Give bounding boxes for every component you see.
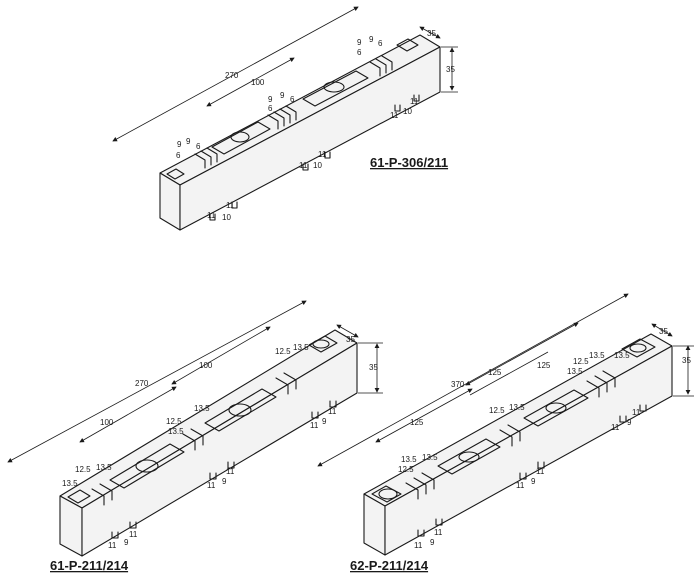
svg-text:11: 11 <box>207 481 216 490</box>
block-front-face <box>81 342 358 557</box>
dim-fin: 9 <box>177 140 182 149</box>
svg-text:6: 6 <box>357 48 362 57</box>
svg-text:11: 11 <box>328 407 337 416</box>
dim-step-b: 13.5 <box>62 479 78 488</box>
svg-text:11: 11 <box>410 97 419 106</box>
dim-spacing-a: 100 <box>100 418 114 427</box>
svg-text:13.5: 13.5 <box>614 351 630 360</box>
svg-text:9: 9 <box>357 38 362 47</box>
end-hole <box>378 488 398 500</box>
svg-text:12.5: 12.5 <box>166 417 182 426</box>
dim-notch-gap: 10 <box>222 213 231 222</box>
svg-text:13.5: 13.5 <box>422 453 438 462</box>
dim-step-a: 12.5 <box>398 465 414 474</box>
dim-height: 35 <box>369 363 378 372</box>
part-code: 61-P-306/211 <box>370 155 448 170</box>
dim-height: 35 <box>682 356 691 365</box>
svg-text:11: 11 <box>226 201 235 210</box>
svg-text:13.5: 13.5 <box>194 404 210 413</box>
svg-text:9: 9 <box>186 137 191 146</box>
svg-text:11: 11 <box>536 467 545 476</box>
svg-text:10: 10 <box>313 161 322 170</box>
dim-length: 270 <box>135 379 149 388</box>
dim-notch: 11 <box>207 211 216 220</box>
svg-text:11: 11 <box>299 161 308 170</box>
block-front-face <box>179 46 441 231</box>
svg-text:11: 11 <box>390 111 399 120</box>
svg-text:11: 11 <box>318 150 327 159</box>
svg-text:9: 9 <box>369 35 374 44</box>
dim-step-b: 13.5 <box>401 455 417 464</box>
svg-text:13.5: 13.5 <box>509 403 525 412</box>
svg-text:11: 11 <box>632 408 641 417</box>
svg-text:12.5: 12.5 <box>573 357 589 366</box>
svg-text:9: 9 <box>531 477 536 486</box>
svg-text:11: 11 <box>129 530 138 539</box>
dim-notch-gap: 9 <box>124 538 129 547</box>
dim-step-a: 12.5 <box>75 465 91 474</box>
part-61-p-306-211: 270 100 35 35 9 6 9 6 9 9 6 6 9 9 6 6 11… <box>112 6 458 231</box>
svg-text:11: 11 <box>611 423 620 432</box>
svg-text:12.5: 12.5 <box>489 406 505 415</box>
dim-notch-gap: 9 <box>430 538 435 547</box>
svg-text:9: 9 <box>222 477 227 486</box>
dim-spacing-a: 125 <box>410 418 424 427</box>
part-61-p-211-214: 270 100 100 35 35 13.5 12.5 13.5 12.5 13… <box>7 300 383 573</box>
svg-text:11: 11 <box>434 528 443 537</box>
svg-text:13.5: 13.5 <box>168 427 184 436</box>
svg-text:12.5: 12.5 <box>275 347 291 356</box>
block-front-face <box>384 345 673 556</box>
dim-fin-gap: 6 <box>176 151 181 160</box>
svg-text:11: 11 <box>310 421 319 430</box>
dim-height: 35 <box>446 65 455 74</box>
svg-text:6: 6 <box>196 142 201 151</box>
svg-text:9: 9 <box>280 91 285 100</box>
part-code: 62-P-211/214 <box>350 558 429 573</box>
dim-notch: 11 <box>414 541 423 550</box>
part-62-p-211-214: 370 125 125 125 35 35 12.5 13.5 13.5 12.… <box>317 293 694 573</box>
dim-length: 270 <box>225 71 239 80</box>
svg-text:11: 11 <box>516 481 525 490</box>
dim-spacing: 100 <box>251 78 265 87</box>
dim-width: 35 <box>659 327 668 336</box>
svg-text:6: 6 <box>378 39 383 48</box>
dim-spacing-b: 125 <box>488 368 502 377</box>
svg-text:13.5: 13.5 <box>589 351 605 360</box>
svg-text:6: 6 <box>268 104 273 113</box>
dim-width: 35 <box>427 29 436 38</box>
svg-text:10: 10 <box>403 107 412 116</box>
svg-text:11: 11 <box>226 467 235 476</box>
svg-text:9: 9 <box>322 417 327 426</box>
dim-width: 35 <box>346 335 355 344</box>
svg-text:6: 6 <box>290 95 295 104</box>
svg-text:13.5: 13.5 <box>567 367 583 376</box>
dim-spacing-b: 100 <box>199 361 213 370</box>
dim-spacing-c: 125 <box>537 361 551 370</box>
svg-text:13.5: 13.5 <box>293 343 309 352</box>
dim-length: 370 <box>451 380 465 389</box>
dim-notch: 11 <box>108 541 117 550</box>
svg-text:13.5: 13.5 <box>96 463 112 472</box>
svg-text:9: 9 <box>268 95 273 104</box>
svg-text:9: 9 <box>627 418 632 427</box>
part-code: 61-P-211/214 <box>50 558 129 573</box>
